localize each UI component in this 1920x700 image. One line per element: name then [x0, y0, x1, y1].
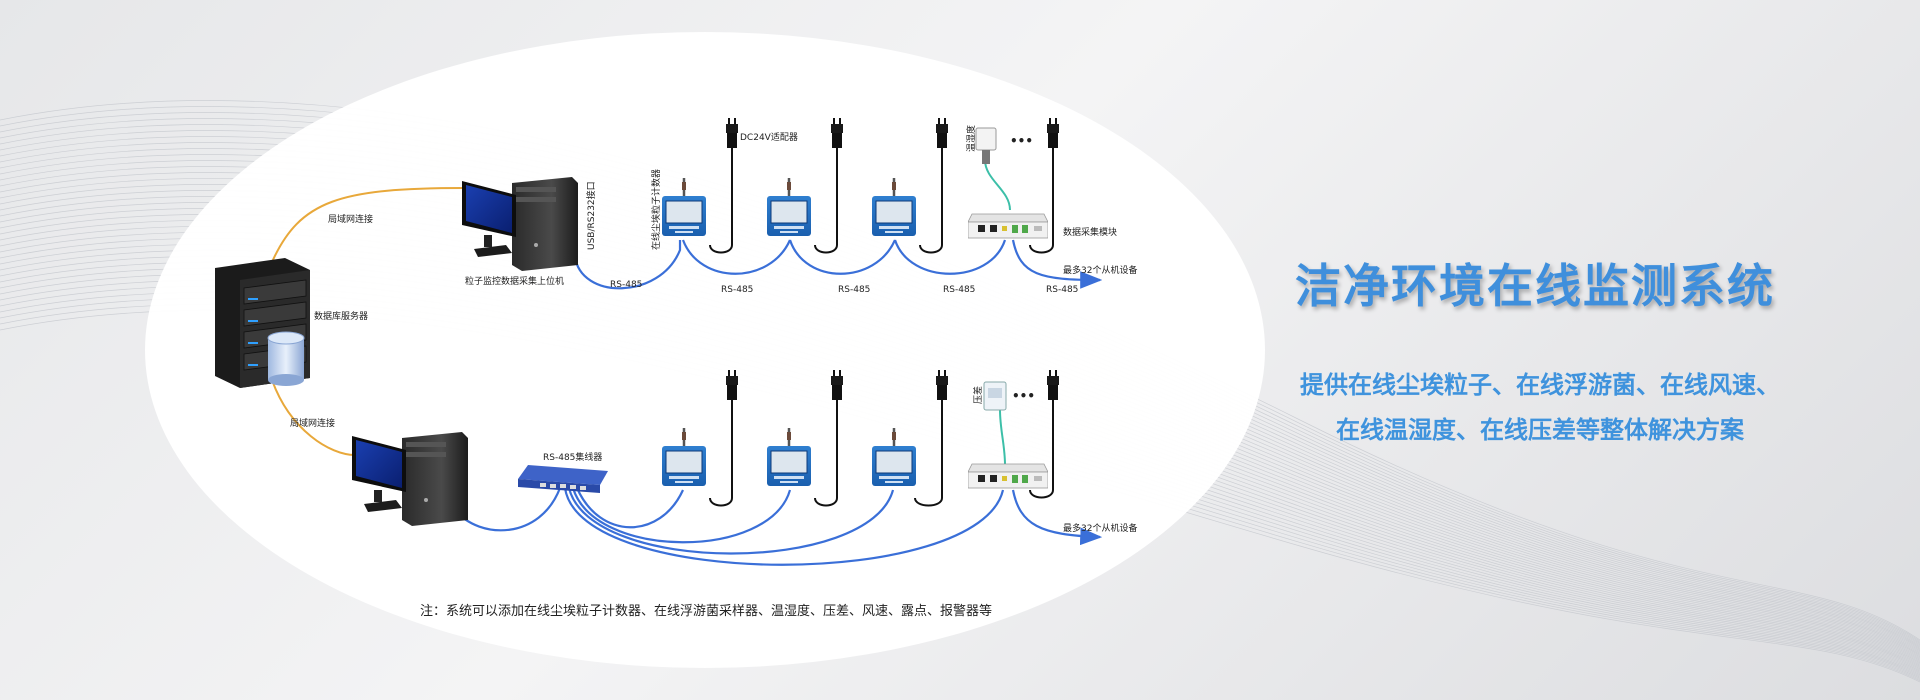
power-cord-bottom-1	[709, 398, 733, 507]
usb-port-label: USB/RS232接口	[585, 181, 597, 250]
rs485-label-2: RS-485	[721, 285, 753, 295]
power-cord-bottom-4	[1029, 398, 1054, 499]
wind-sensor-label: 温湿度	[965, 125, 977, 152]
rs485-label-5: RS-485	[1046, 285, 1078, 295]
acq-module-top	[968, 213, 1048, 239]
host-pc-bottom	[352, 432, 468, 526]
power-cord-top-3	[919, 148, 943, 254]
dc-plug-top-4	[1047, 118, 1059, 148]
hub-label: RS-485集线器	[543, 451, 602, 463]
page-headline: 洁净环境在线监测系统	[1295, 259, 1775, 313]
lan-link-top	[271, 187, 466, 263]
rs485-label-4: RS-485	[943, 285, 975, 295]
rs485-cable-pc-hub	[454, 487, 562, 532]
dc-plug-top-2	[831, 118, 843, 148]
lan-link-bottom	[271, 379, 356, 456]
host-pc-top	[462, 177, 578, 271]
particle-counter-top-1	[661, 178, 707, 238]
rs485-label-1: RS-485	[610, 280, 642, 290]
rs485-cable-hub-4	[563, 487, 1005, 566]
footnote: 注：系统可以添加在线尘埃粒子计数器、在线浮游菌采样器、温湿度、压差、风速、露点、…	[420, 604, 993, 619]
more-devices-top: •••	[1010, 134, 1033, 148]
pressure-sensor-icon	[983, 381, 1007, 411]
rs485-cable-bottom-out	[1011, 489, 1103, 546]
more-devices-bottom: •••	[1012, 389, 1035, 403]
rs485-cable-hub-2	[571, 487, 792, 544]
particle-counter-bottom-3	[871, 428, 917, 488]
particle-counter-top-3	[871, 178, 917, 238]
subtitle-line-2: 在线温湿度、在线压差等整体解决方案	[1336, 416, 1744, 444]
particle-counter-top-2	[766, 178, 812, 238]
particle-counter-bottom-2	[766, 428, 812, 488]
rs485-cable-hub-3	[567, 487, 895, 555]
power-cord-top-4	[1029, 148, 1054, 254]
particle-counter-bottom-1	[661, 428, 707, 488]
power-cord-top-2	[814, 148, 838, 254]
lan-label-bottom: 局域网连接	[290, 417, 335, 429]
dc-plug-bottom-3	[936, 370, 948, 400]
dc-adapter-label: DC24V适配器	[740, 132, 798, 143]
rs485-cable-top-3	[893, 239, 1007, 275]
power-cord-top-1	[709, 148, 733, 254]
slave-label-top: 最多32个从机设备	[1063, 264, 1137, 276]
subtitle-line-1: 提供在线尘埃粒子、在线浮游菌、在线风速、	[1300, 371, 1780, 399]
database-cylinder-icon	[267, 331, 305, 386]
rs485-cable-top-2	[788, 239, 897, 275]
wind-sensor-icon	[975, 127, 997, 164]
rs485-cable-top-4	[1011, 239, 1103, 289]
rs485-cable-hub-1	[575, 487, 684, 529]
rs485-cable-top-1	[681, 239, 792, 275]
rs485-cable-pc-top	[573, 240, 682, 290]
slave-label-bottom: 最多32个从机设备	[1063, 522, 1137, 534]
dc-plug-bottom-2	[831, 370, 843, 400]
sensor-cable-bottom	[999, 409, 1006, 466]
server-label: 数据库服务器	[314, 310, 368, 322]
acq-module-bottom	[968, 463, 1048, 489]
particle-counter-label: 在线尘埃粒子计数器	[650, 169, 662, 250]
rs485-label-3: RS-485	[838, 285, 870, 295]
dc-plug-bottom-1	[726, 370, 738, 400]
acq-module-label: 数据采集模块	[1063, 226, 1117, 238]
dc-plug-bottom-4	[1047, 370, 1059, 400]
rs485-hub	[518, 465, 608, 493]
dc-plug-top-1	[726, 118, 738, 148]
lan-label-top: 局域网连接	[328, 213, 373, 225]
host-pc-label: 粒子监控数据采集上位机	[465, 275, 564, 287]
pressure-sensor-label: 压差	[972, 386, 984, 404]
dc-plug-top-3	[936, 118, 948, 148]
power-cord-bottom-2	[814, 398, 838, 507]
sensor-cable-top	[984, 159, 1011, 211]
power-cord-bottom-3	[914, 398, 943, 507]
